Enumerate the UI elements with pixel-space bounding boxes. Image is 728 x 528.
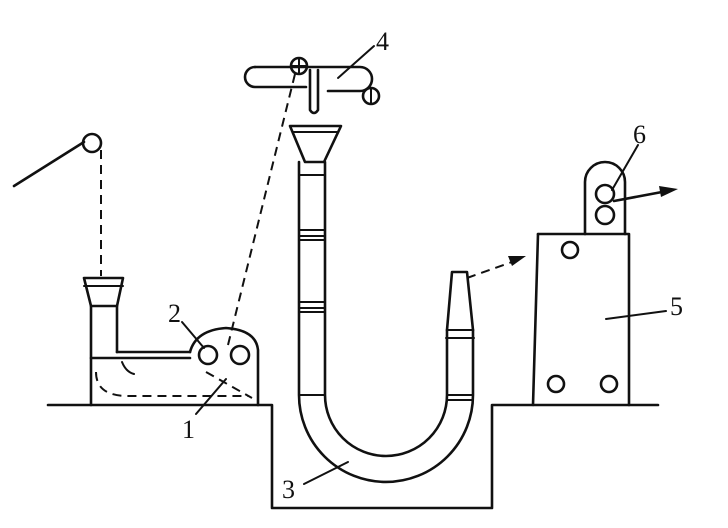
label-1: 1 [182, 415, 195, 444]
leader-5 [605, 310, 667, 320]
supply-line [12, 140, 86, 188]
leader-4 [337, 45, 375, 79]
haul-off-wheel-right [599, 374, 619, 394]
rising-dashed-path [227, 69, 297, 346]
haul-off-wheel-left [546, 374, 566, 394]
tower-roller-bottom [594, 204, 616, 226]
roller-tower [583, 160, 627, 236]
label-3: 3 [282, 475, 295, 504]
top-left-pulley [81, 132, 103, 154]
haul-off-machine [531, 232, 631, 407]
label-6: 6 [633, 120, 646, 149]
roller-pair-left [197, 344, 219, 366]
leader-2 [181, 321, 205, 349]
exit-arrowhead [508, 256, 526, 266]
label-2: 2 [168, 299, 181, 328]
tower-roller-top [594, 183, 616, 205]
roller-pair-right [229, 344, 251, 366]
u-tube [288, 124, 475, 484]
haul-off-entry-roller [560, 240, 580, 260]
feeding-machine [82, 276, 260, 407]
leader-3 [303, 461, 349, 485]
top-guide-frame [243, 65, 374, 115]
label-4: 4 [376, 27, 389, 56]
exit-dashed-path [466, 261, 513, 279]
output-arrowhead [659, 186, 678, 197]
ground-with-pit [46, 403, 660, 510]
die-dashed-path [205, 371, 253, 399]
leader-1 [195, 378, 227, 415]
leader-6 [611, 144, 639, 191]
output-line [612, 190, 664, 203]
label-5: 5 [670, 292, 683, 321]
